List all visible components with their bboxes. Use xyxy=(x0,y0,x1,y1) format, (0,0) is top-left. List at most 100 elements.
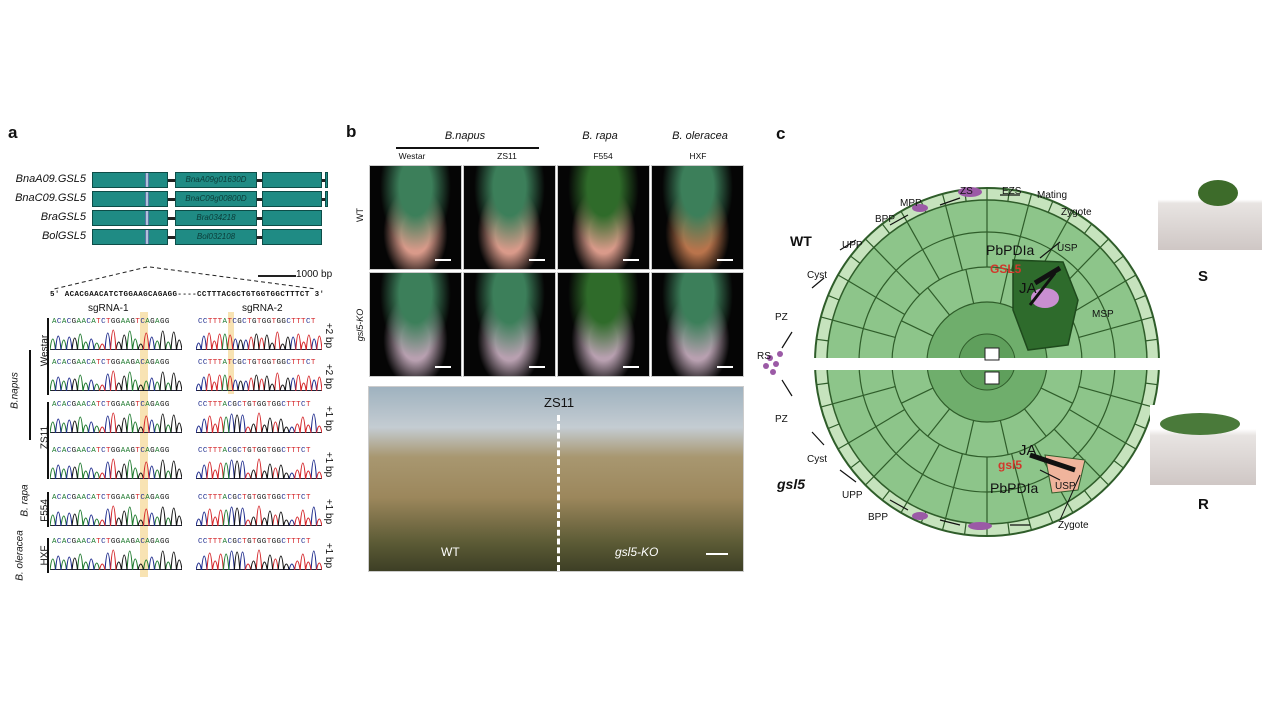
intron xyxy=(257,198,262,201)
cultivar-label: ZS11 xyxy=(497,151,517,161)
gene-id: Bol032108 xyxy=(196,232,236,241)
row-label-gsl5-ko: gsl5-KO xyxy=(355,308,365,342)
label-mpp: MPP xyxy=(900,198,922,209)
root-photo xyxy=(651,165,744,270)
sequence-1: ACACGAACATCTGGAAGACAGAGG xyxy=(52,538,170,546)
scale-bar xyxy=(623,259,639,261)
label-pbpdia: PbPDIa xyxy=(990,480,1039,496)
root-photo xyxy=(557,165,650,270)
hxf-bracket xyxy=(47,538,49,573)
bnapus-line xyxy=(396,147,539,149)
label-bpp: BPP xyxy=(868,512,889,523)
scale-bar xyxy=(258,275,296,277)
sequence-2: CCTTTACGCTGTGGTGGCTTTCT xyxy=(198,538,311,546)
boleracea-label: B. oleracea xyxy=(14,530,26,581)
scale-bar xyxy=(529,259,545,261)
label-mating: Mating xyxy=(1037,190,1068,201)
trace-2 xyxy=(195,411,323,434)
sequence-1: ACACGAACATCTGGAAGTCAGAGG xyxy=(52,318,170,326)
sequence-2: CCTTTATCGCTGTGGTGGCTTTCT xyxy=(198,359,316,367)
panel-a-label: a xyxy=(8,123,18,142)
intron xyxy=(168,236,175,239)
label-zygote: Zygote xyxy=(1061,207,1092,218)
chromatogram-row: ACACGAACATCTGGAAGACAGAGG CCTTTACGCTGTGGT… xyxy=(0,538,340,578)
trace-1 xyxy=(49,548,183,571)
bnapus-bracket xyxy=(29,350,31,440)
trace-1 xyxy=(49,369,183,392)
scale-bar xyxy=(435,366,451,368)
root-photo xyxy=(463,165,556,270)
field-photo: ZS11 WT gsl5-KO xyxy=(368,386,744,572)
resistant-plant-photo xyxy=(1150,405,1256,485)
trace-1 xyxy=(49,328,183,351)
target-site xyxy=(145,173,149,187)
trace-2 xyxy=(195,328,323,351)
edit-label: +1 bp xyxy=(323,451,335,478)
target-site xyxy=(145,192,149,206)
exon-2: Bol032108 xyxy=(175,229,257,245)
gene-name: BnaA09.GSL5 xyxy=(15,173,86,185)
gene-model: BolGSL5 Bol032108 xyxy=(0,229,330,245)
label-pz: PZ xyxy=(775,414,788,425)
label-pz: PZ xyxy=(775,312,788,323)
cultivar-label: F554 xyxy=(593,151,613,161)
label-gsl5-gene: gsl5 xyxy=(998,458,1023,472)
divider-dashed-line xyxy=(557,415,560,571)
sgrna1-label: sgRNA-1 xyxy=(88,303,129,314)
exon-1 xyxy=(92,229,168,245)
intron xyxy=(257,179,262,182)
brapa-label: B. rapa xyxy=(19,484,31,517)
f554-label: F554 xyxy=(39,499,51,522)
label-gsl5: gsl5 xyxy=(777,476,806,492)
chromatogram-row: ACACGAACATCTGGAAGTCAGAGG CCTTTACGCTGTGGT… xyxy=(0,494,340,534)
scale-bar xyxy=(529,366,545,368)
root-photo xyxy=(369,165,462,270)
label-cyst: Cyst xyxy=(807,270,827,281)
label-rs: RS xyxy=(757,351,771,362)
zs11-label: ZS11 xyxy=(39,425,51,450)
trace-2 xyxy=(195,457,323,480)
sequence-2: CCTTTACGCTGTGGTGGCTTTCT xyxy=(198,401,311,409)
label-cyst: Cyst xyxy=(807,454,827,465)
trace-1 xyxy=(49,411,183,434)
scale-bar-label: 1000 bp xyxy=(296,269,333,280)
exon-3 xyxy=(262,172,322,188)
label-ja: JA xyxy=(1019,442,1037,459)
sequence-2: CCTTTACGCTGTGGTGGCTTTCT xyxy=(198,494,311,502)
zoom-lines xyxy=(53,266,317,290)
scale-bar xyxy=(717,366,733,368)
cultivar-label: Westar xyxy=(398,151,426,161)
hxf-label: HXF xyxy=(39,545,51,566)
scale-bar xyxy=(717,259,733,261)
label-ja: JA xyxy=(1019,280,1037,297)
scale-bar xyxy=(435,259,451,261)
cultivar-label: HXF xyxy=(689,151,707,161)
gene-id: Bra034218 xyxy=(196,213,236,222)
chromatogram-row: ACACGAACATCTGGAAGTCAGAGG CCTTTATCGCTGTGG… xyxy=(0,318,340,358)
westar-bracket xyxy=(47,318,49,395)
field-gsl5-ko-label: gsl5-KO xyxy=(615,545,659,559)
species-brapa: B. rapa xyxy=(582,130,618,142)
label-ezs: EZS xyxy=(1002,186,1022,197)
exon-1 xyxy=(92,172,168,188)
scale-bar xyxy=(706,553,728,555)
gene-model: BraGSL5 Bra034218 xyxy=(0,210,330,226)
root-cross-section-diagram xyxy=(763,187,1170,537)
sequence-2: CCTTTACGCTGTGGTGGCTTTCT xyxy=(198,447,311,455)
label-pbpdia: PbPDIa xyxy=(986,242,1035,258)
sequence-2: CCTTTATCGCTGTGGTGGCTTTCT xyxy=(198,318,316,326)
trace-1 xyxy=(49,504,183,527)
sequence-1: ACACGAACATCTGGAAGTCAGAGG xyxy=(52,447,170,455)
intron xyxy=(168,198,175,201)
gene-id: BnaA09g01630D xyxy=(185,175,247,184)
trace-2 xyxy=(195,504,323,527)
chromatogram-row: ACACGAACATCTGGAAGTCAGAGG CCTTTACGCTGTGGT… xyxy=(0,401,340,441)
intron xyxy=(257,217,262,220)
edit-label: +1 bp xyxy=(323,498,335,525)
susceptible-label: S xyxy=(1198,268,1209,285)
gene-id: BnaC09g00800D xyxy=(185,194,247,203)
gene-model: BnaC09.GSL5 BnaC09g00800D xyxy=(0,191,330,207)
label-upp: UPP xyxy=(842,490,863,501)
target-sequence: 5' ACACGAACATCTGGAAGCAGAGG----CCTTTACGCT… xyxy=(50,291,325,299)
exon-3 xyxy=(262,210,322,226)
